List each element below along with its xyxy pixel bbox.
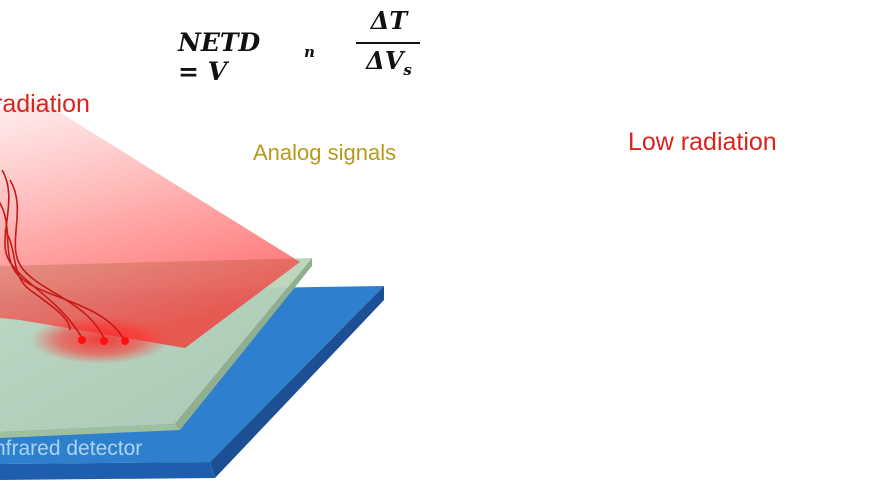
left-absorption-dots [78, 336, 129, 345]
left-detector-label: nfrared detector [0, 437, 143, 460]
left-radiation-beam [0, 100, 300, 364]
formula-vn-sub: n [304, 43, 315, 61]
right-radiation-label: Low radiation [628, 128, 777, 156]
absorption-dot [100, 337, 108, 345]
absorption-dot [121, 337, 129, 345]
analog-signals-label: Analog signals [253, 140, 397, 165]
absorption-dot [78, 336, 86, 344]
formula-numerator: ΔT [370, 6, 408, 35]
right-detector-label: Superconducting na [628, 434, 815, 457]
formula-denominator: ΔVs [366, 46, 412, 79]
formula-lhs: NETD = V [178, 28, 261, 86]
left-radiation-label: radiation [0, 90, 90, 118]
left-radiation-wiggles [0, 169, 125, 341]
formula-fraction-bar [356, 42, 420, 44]
